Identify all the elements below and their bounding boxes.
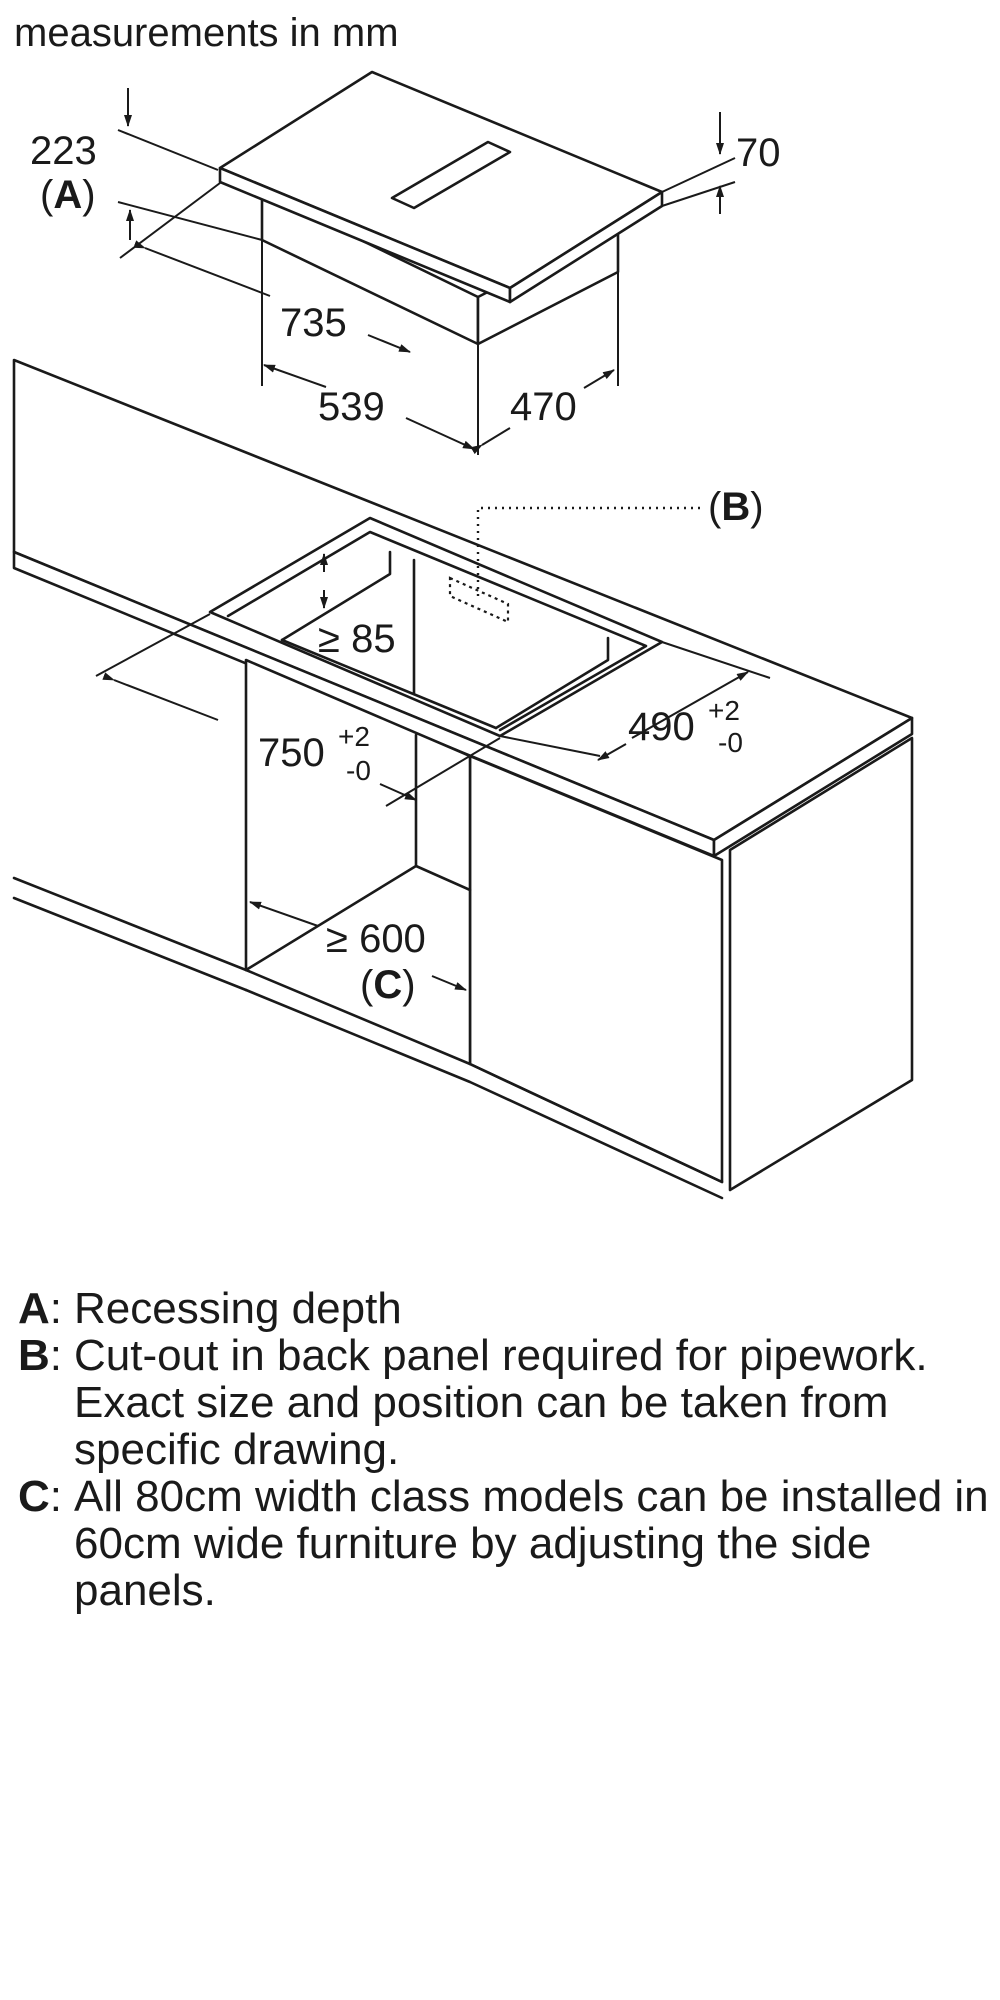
note-b: B: Cut-out in back panel required for pi… (18, 1332, 993, 1473)
furniture-marker-c: (C) (360, 963, 416, 1007)
worktop-illustration (12, 358, 914, 1200)
note-c: C: All 80cm width class models can be in… (18, 1473, 993, 1614)
note-a: A: Recessing depth (18, 1284, 402, 1333)
legend-notes: A: Recessing depth B: Cut-out in back pa… (18, 1285, 993, 1614)
cutout-width-tol-minus: -0 (346, 755, 371, 786)
cutout-width-value: 750 (258, 731, 325, 775)
note-text: Cut-out in back panel required for pipew… (74, 1331, 928, 1474)
note-key: C (18, 1472, 50, 1521)
recess-marker-a: (A) (40, 173, 96, 217)
note-text: All 80cm width class models can be insta… (74, 1472, 989, 1615)
cabinet-width-value: ≥ 600 (326, 917, 426, 961)
note-key: A (18, 1284, 50, 1333)
units-label: measurements in mm (14, 11, 399, 55)
hob-body-width-value: 539 (318, 385, 385, 429)
hob-illustration (218, 70, 664, 346)
hob-height-value: 223 (30, 129, 97, 173)
hob-width-value: 735 (280, 301, 347, 345)
hob-dimensions (117, 88, 736, 455)
cutout-depth-tol-plus: +2 (708, 695, 740, 726)
glass-thickness-value: 70 (736, 131, 781, 175)
note-text: Recessing depth (74, 1284, 402, 1333)
min-clearance-value: ≥ 85 (318, 617, 396, 661)
worktop-dimensions (95, 553, 771, 991)
pipework-marker-b: (B) (708, 485, 764, 529)
hob-depth-value: 470 (510, 385, 577, 429)
cutout-width-tol-plus: +2 (338, 721, 370, 752)
cutout-depth-tol-minus: -0 (718, 727, 743, 758)
note-key: B (18, 1331, 50, 1380)
installation-diagram: measurements in mm 223 (12, 11, 914, 1200)
pipework-cutout (448, 576, 510, 624)
cutout-depth-value: 490 (628, 705, 695, 749)
